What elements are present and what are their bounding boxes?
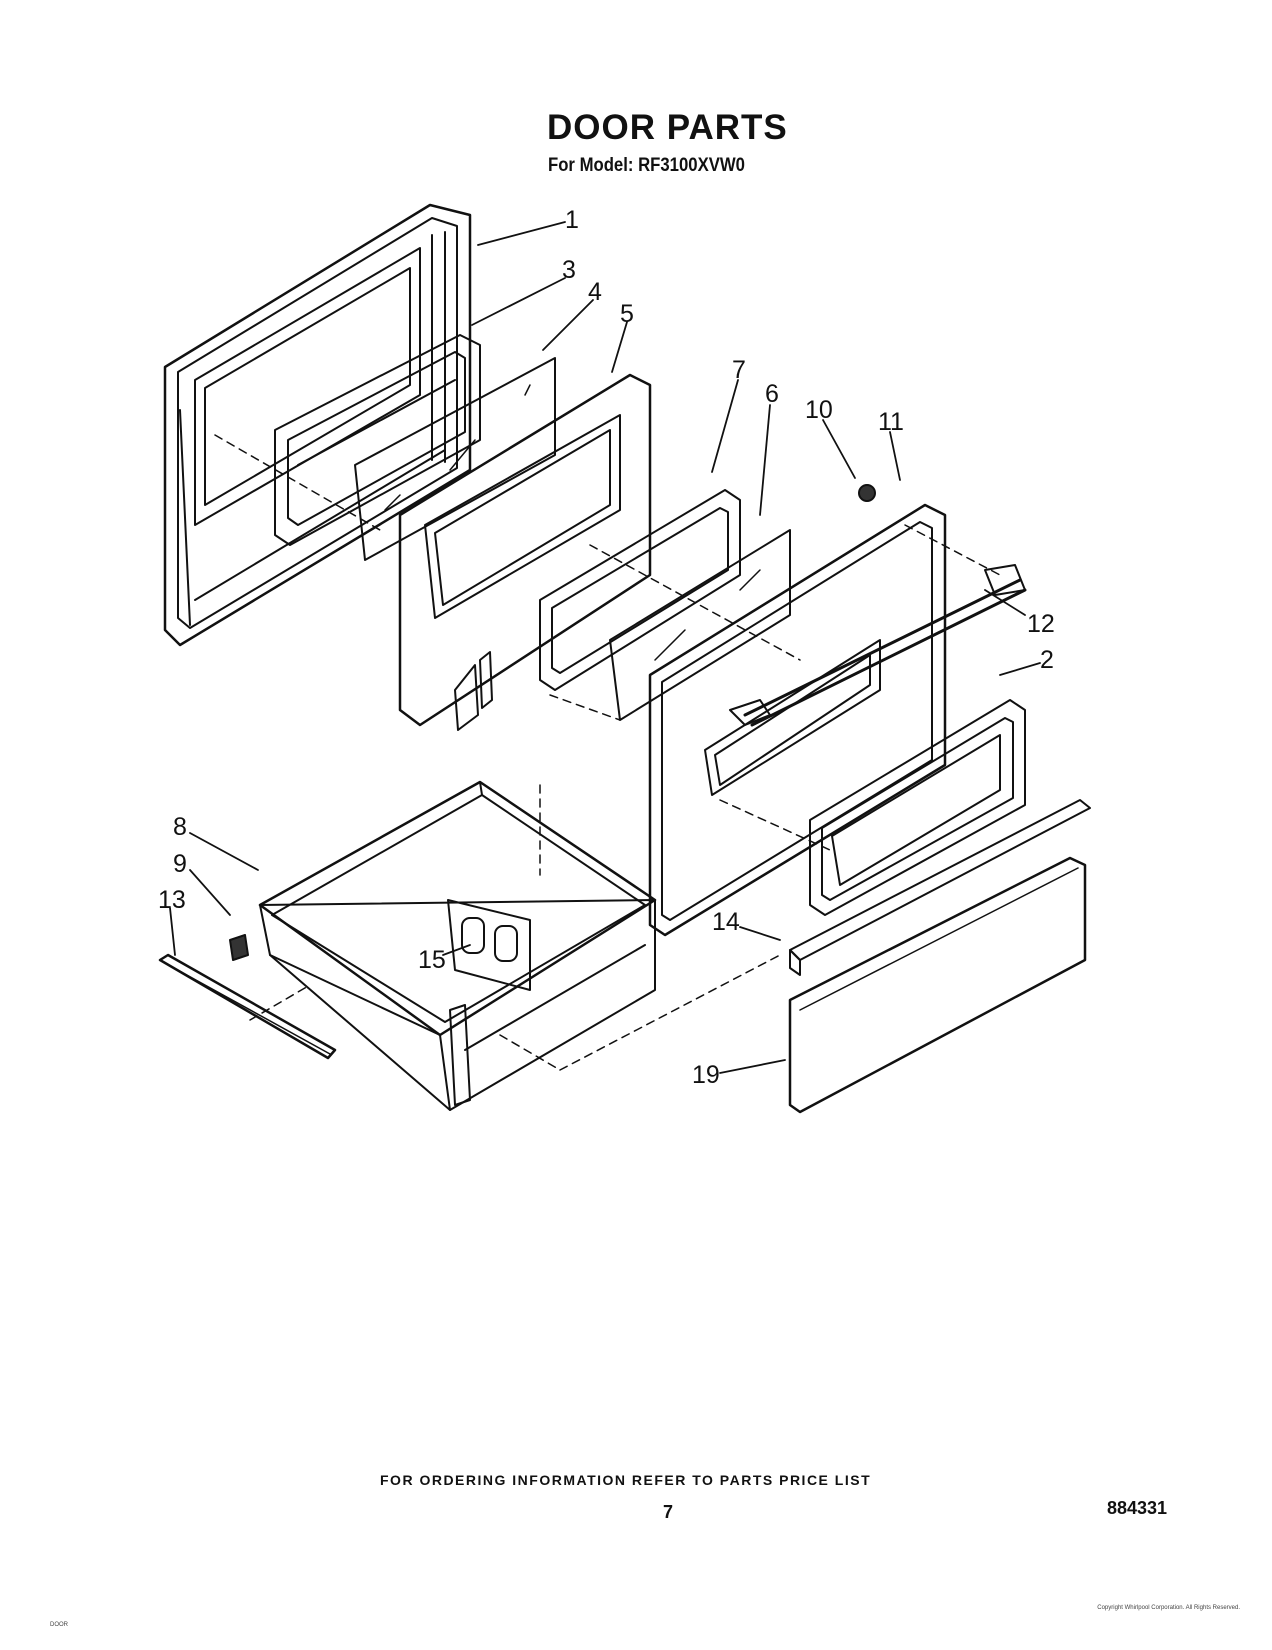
callout-7: 7 [732,356,746,384]
part-outer-door-panel [163,203,472,647]
model-subtitle: For Model: RF3100XVW0 [548,155,745,176]
callout-6: 6 [765,380,779,408]
callout-labels: 1 3 4 5 7 6 10 11 12 2 8 9 13 15 14 19 [158,206,1055,1089]
part-window-frame [809,699,1026,916]
callout-5: 5 [620,300,634,328]
callout-12: 12 [1027,610,1055,638]
part-glass [609,529,791,721]
part-glass-frame [539,489,741,691]
callout-14: 14 [712,908,740,936]
part-inner-door-panel [274,334,481,546]
part-door-liner [398,373,652,731]
document-number: 884331 [1107,1498,1168,1518]
assembly-guide-lines [214,434,1001,1071]
part-drawer-bracket [447,899,531,991]
callout-9: 9 [173,850,187,878]
part-nut [858,484,876,502]
part-door-handle [729,564,1027,727]
part-drawer-panel-trim [789,799,1091,976]
part-drawer-rail [449,944,646,1106]
part-drawer-slide [158,953,337,1060]
callout-15: 15 [418,946,446,974]
part-outer-door [648,503,947,937]
part-window-glass [354,357,556,561]
page-title: DOOR PARTS [547,108,788,147]
part-drawer [258,780,657,1111]
callout-3: 3 [562,256,576,284]
callout-13: 13 [158,886,186,914]
fine-print-left: DOOR [50,1622,68,1628]
fine-print-right: Copyright Whirlpool Corporation. All Rig… [1097,1605,1240,1611]
callout-4: 4 [588,278,602,306]
callout-2: 2 [1040,646,1054,674]
callout-19: 19 [692,1061,720,1089]
callout-8: 8 [173,813,187,841]
leader-lines [169,221,1041,1074]
ordering-note: FOR ORDERING INFORMATION REFER TO PARTS … [380,1472,872,1488]
part-screw [229,934,249,961]
page-number: 7 [663,1502,674,1522]
part-drawer-front-panel [788,856,1087,1114]
callout-11: 11 [878,408,904,436]
callout-1: 1 [565,206,579,234]
callout-10: 10 [805,396,833,424]
